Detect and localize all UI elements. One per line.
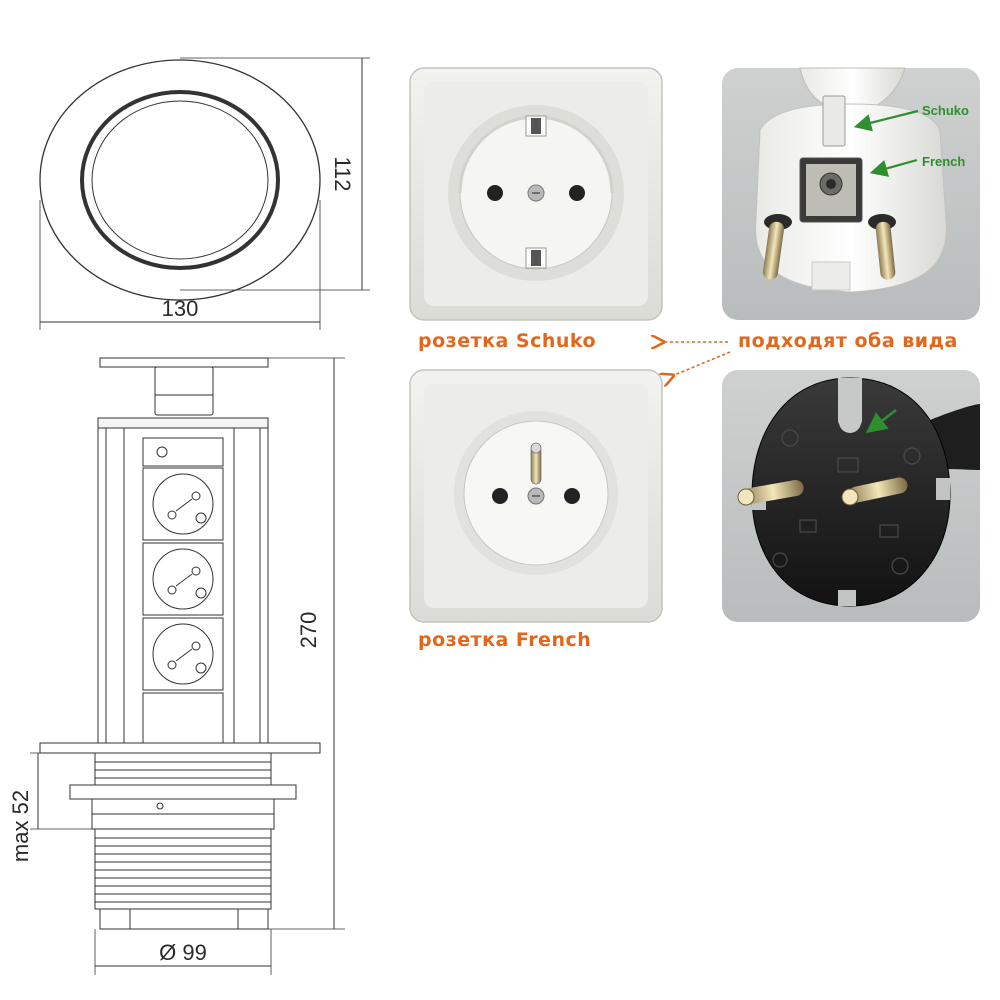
clamp-ring	[94, 752, 272, 786]
schuko-socket-label: розетка Schuko	[418, 330, 596, 352]
sleeve-bottom	[99, 908, 269, 930]
schuko-pointer-arrow	[853, 109, 919, 132]
column-top-cap	[142, 437, 224, 467]
both-fit-label: подходят оба вида	[738, 330, 958, 352]
column-socket-1	[142, 467, 224, 541]
dimension-max-52: max 52	[8, 790, 33, 862]
top-flange	[39, 742, 321, 754]
schuko-socket-image	[409, 67, 663, 321]
top-view-lid	[91, 100, 269, 260]
column-screw	[156, 446, 168, 458]
lid-knob	[154, 366, 214, 416]
french-socket-image	[409, 369, 663, 623]
top-view-inner-ring	[80, 90, 280, 270]
side-dimensions	[30, 357, 345, 975]
top-view	[39, 57, 370, 330]
white-plug-image	[722, 67, 980, 320]
black-plug-pointer-arrow	[865, 408, 897, 434]
threaded-sleeve	[94, 828, 272, 910]
plug-schuko-label: Schuko	[922, 103, 969, 118]
top-view-outer-ring	[39, 59, 321, 301]
dimension-112: 112	[330, 156, 355, 191]
black-plug-image	[722, 370, 980, 622]
column-socket-2	[142, 542, 224, 616]
plug-french-label: French	[922, 154, 965, 169]
dimension-270: 270	[296, 612, 321, 649]
french-socket-label: розетка French	[418, 629, 591, 651]
lid-plate	[99, 357, 269, 368]
dimension-130: 130	[162, 296, 199, 321]
column-socket-3	[142, 617, 224, 691]
french-pointer-arrow	[869, 158, 918, 177]
lower-flange	[69, 784, 297, 800]
both-fit-arrow-down	[672, 351, 731, 376]
column-bottom-block	[142, 692, 224, 744]
dimension-diameter-99: Ø 99	[159, 940, 207, 965]
side-view	[39, 357, 321, 930]
